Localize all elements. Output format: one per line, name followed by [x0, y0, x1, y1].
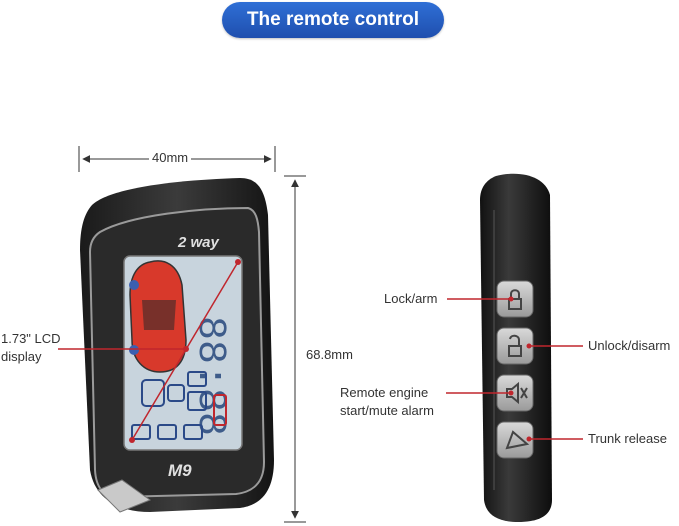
width-label: 40mm	[149, 150, 192, 165]
title-text: The remote control	[246, 9, 420, 30]
car-icon	[129, 260, 187, 373]
keyring-loop	[97, 479, 152, 513]
brand-text: 2 way	[177, 234, 220, 251]
lcd-callout	[58, 259, 241, 443]
engine-callout-line2: start/mute alarm	[340, 403, 434, 418]
engine-mute-button[interactable]	[496, 374, 534, 412]
title-banner: The remote control	[222, 2, 444, 38]
side-callouts	[446, 296, 583, 442]
unlock-callout-label: Unlock/disarm	[588, 338, 671, 353]
height-label: 68.8mm	[303, 347, 356, 362]
lcd-callout-line2: display	[1, 349, 42, 364]
lcd-callout-line1: 1.73" LCD	[1, 331, 61, 346]
model-text: M9	[168, 461, 192, 480]
lcd-callout-label: 1.73" LCD display	[1, 330, 61, 366]
remote-front: 88:88 2 way M9	[80, 178, 274, 513]
trunk-button[interactable]	[496, 421, 534, 459]
trunk-callout-label: Trunk release	[588, 431, 667, 446]
lock-callout-label: Lock/arm	[384, 291, 438, 306]
engine-callout-label: Remote engine start/mute alarm	[340, 384, 434, 420]
height-dimension	[284, 175, 306, 523]
engine-callout-line1: Remote engine	[340, 385, 429, 400]
